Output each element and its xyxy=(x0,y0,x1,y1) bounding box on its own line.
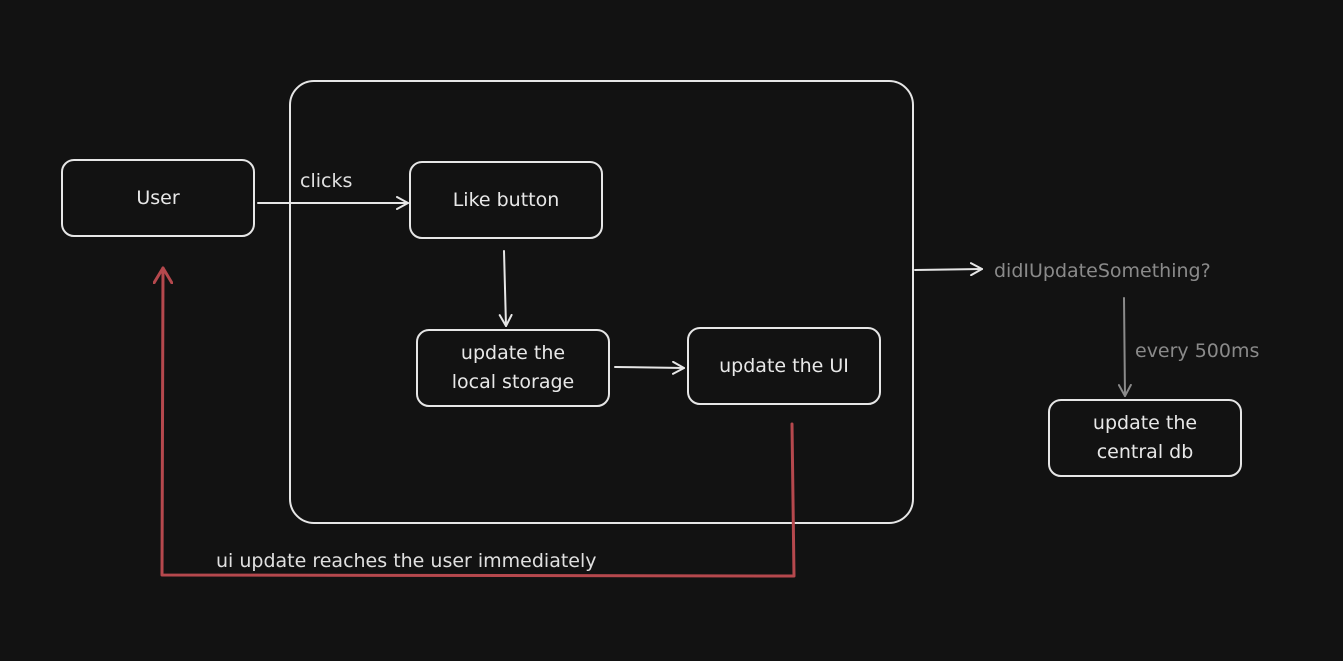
central-db-node-label-line1: update the xyxy=(1093,412,1197,434)
update-ui-node[interactable]: update the UI xyxy=(687,327,881,405)
user-node-label: User xyxy=(136,187,179,209)
local-storage-node-label-line1: update the xyxy=(461,342,565,364)
central-db-node[interactable]: update the central db xyxy=(1048,399,1242,477)
like-button-node-box xyxy=(409,161,603,239)
update-ui-node-label: update the UI xyxy=(719,355,849,377)
edge-local-storage-to-update-ui xyxy=(614,360,685,375)
update-ui-node-box xyxy=(687,327,881,405)
central-db-node-label-line2: central db xyxy=(1097,441,1194,463)
edge-like-button-to-local-storage xyxy=(498,250,513,327)
like-button-node-label: Like button xyxy=(453,189,560,211)
user-node[interactable]: User xyxy=(61,159,255,237)
edge-update-ui-to-user-feedback xyxy=(162,266,796,578)
edge-label-did-i-update-something: didIUpdateSomething? xyxy=(994,260,1211,282)
edge-container-to-check xyxy=(914,262,983,277)
client-container-frame xyxy=(289,80,914,524)
user-node-box xyxy=(61,159,255,237)
local-storage-node-label-line2: local storage xyxy=(452,371,575,393)
edge-label-ui-update-reaches-user: ui update reaches the user immediately xyxy=(216,550,597,572)
local-storage-node-box xyxy=(416,329,610,407)
central-db-node-box xyxy=(1048,399,1242,477)
edge-check-to-central-db xyxy=(1117,297,1132,397)
edge-label-every-500ms: every 500ms xyxy=(1135,340,1259,362)
local-storage-node[interactable]: update the local storage xyxy=(416,329,610,407)
like-button-node[interactable]: Like button xyxy=(409,161,603,239)
edge-label-clicks: clicks xyxy=(300,170,352,192)
